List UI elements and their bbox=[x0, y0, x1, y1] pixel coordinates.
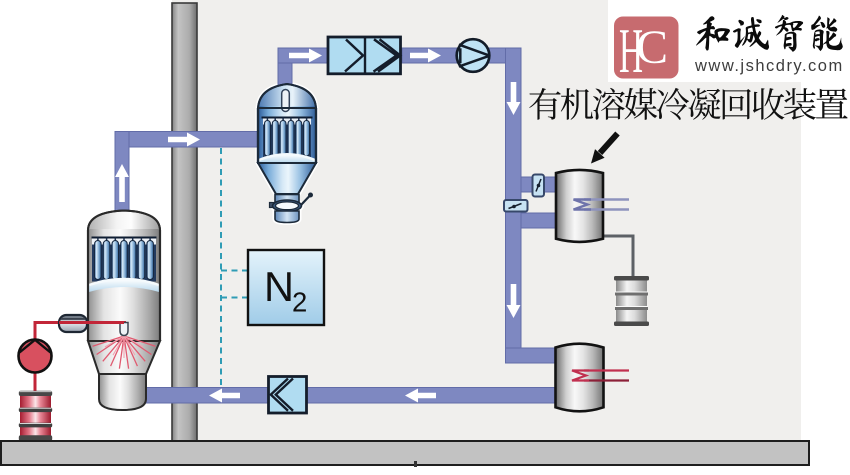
svg-text:2: 2 bbox=[292, 287, 307, 318]
svg-text:www.jshcdry.com: www.jshcdry.com bbox=[694, 57, 844, 75]
svg-text:N: N bbox=[264, 263, 294, 310]
svg-text:C: C bbox=[636, 21, 668, 74]
svg-text:H: H bbox=[619, 17, 643, 87]
